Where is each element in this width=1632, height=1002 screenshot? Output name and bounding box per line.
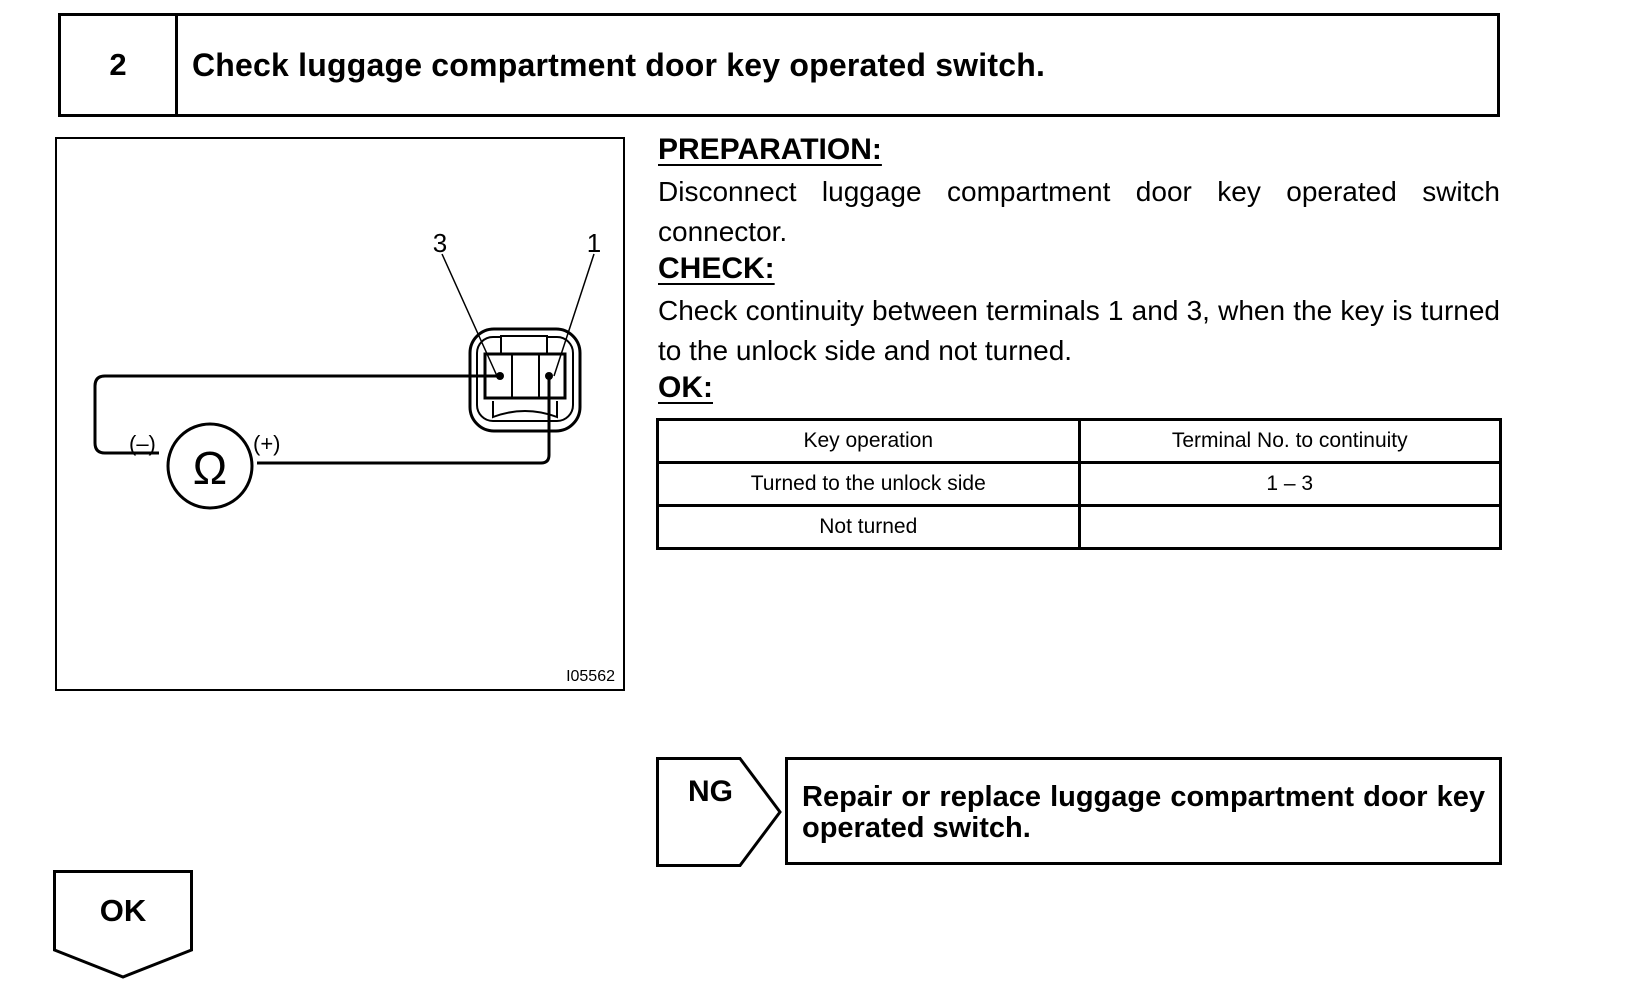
connector-latch	[500, 335, 548, 355]
leader-line-terminal-3	[441, 253, 498, 377]
preparation-heading: PREPARATION:	[658, 133, 882, 166]
terminal-3-label: 3	[433, 228, 447, 258]
table-cell	[1077, 504, 1502, 550]
positive-probe-label: (+)	[253, 431, 281, 456]
probe-tip	[496, 372, 504, 380]
connector-bottom-tab	[492, 401, 558, 419]
leader-line-terminal-1	[553, 253, 595, 377]
ok-arrow-icon	[53, 870, 193, 979]
connector-outer-housing	[468, 327, 582, 433]
step-number: 2	[61, 16, 178, 114]
probe-tip	[545, 372, 553, 380]
negative-probe-wire	[93, 374, 500, 455]
ng-arrow-icon	[656, 757, 782, 867]
preparation-text: Disconnect luggage compartment door key …	[658, 176, 1500, 247]
check-heading: CHECK:	[658, 252, 775, 285]
ohmmeter	[166, 422, 254, 510]
step-header: 2 Check luggage compartment door key ope…	[58, 13, 1500, 117]
table-header-row: Key operation Terminal No. to continuity	[656, 418, 1502, 464]
table-cell: Not turned	[656, 504, 1081, 550]
table-cell: 1 – 3	[1077, 461, 1502, 507]
table-cell: Turned to the unlock side	[656, 461, 1081, 507]
positive-probe-wire	[257, 376, 551, 465]
table-row: Turned to the unlock side 1 – 3	[656, 461, 1502, 507]
terminal-1-label: 1	[587, 228, 601, 258]
step-title: Check luggage compartment door key opera…	[192, 46, 1046, 83]
table-row: Not turned	[656, 504, 1502, 550]
negative-probe-label: (–)	[129, 431, 156, 456]
table-header-cell: Terminal No. to continuity	[1077, 418, 1502, 464]
ok-heading: OK:	[658, 371, 713, 404]
connector-diagram: Ω 3 1 (–) (+) I05562	[55, 137, 625, 691]
ng-result-box: Repair or replace luggage compartment do…	[785, 757, 1502, 865]
check-text: Check continuity between terminals 1 and…	[658, 295, 1500, 366]
figure-code: I05562	[566, 668, 615, 685]
continuity-table: Key operation Terminal No. to continuity…	[656, 418, 1502, 550]
table-header-cell: Key operation	[656, 418, 1081, 464]
connector-diagram-svg: Ω 3 1 (–) (+) I05562	[93, 228, 615, 685]
ohmmeter-symbol: Ω	[193, 442, 227, 494]
ok-label: OK	[99, 893, 147, 928]
ng-label: NG	[688, 775, 733, 808]
